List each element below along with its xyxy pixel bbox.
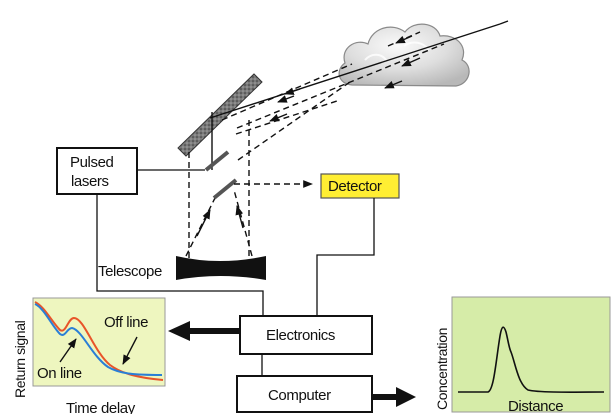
telescope-label: Telescope: [98, 263, 162, 280]
pulsed-lasers-box: Pulsed lasers: [56, 147, 138, 195]
return-signal-axis-label: Return signal: [12, 320, 28, 398]
lasers-to-electronics-line: [96, 194, 264, 316]
on-line-label: On line: [37, 365, 82, 382]
electronics-box: Electronics: [239, 315, 373, 355]
concentration-plot: [451, 296, 611, 413]
outgoing-beam: [209, 20, 509, 119]
return-signal-plot: Off line On line: [32, 297, 166, 387]
pulsed-lasers-label-line2: lasers: [71, 173, 109, 190]
folding-mirror-upper: [204, 150, 230, 172]
concentration-axis-label: Concentration: [434, 328, 450, 410]
on-line-curve: [34, 303, 163, 376]
telescope-mirror-icon: [176, 256, 266, 280]
telescope-beams: [185, 112, 253, 258]
off-line-label: Off line: [104, 314, 148, 331]
folding-mirror-lower: [212, 178, 238, 200]
computer-box: Computer: [236, 375, 373, 413]
detector-label: Detector: [328, 178, 382, 195]
arrow-electronics-to-plot: [168, 321, 240, 341]
distance-axis-label: Distance: [508, 398, 563, 414]
time-delay-axis-label: Time delay: [66, 400, 136, 414]
detector-to-electronics-line: [316, 198, 375, 316]
electronics-label: Electronics: [266, 327, 335, 344]
return-beams: [221, 31, 445, 161]
arrow-computer-to-concentration: [372, 387, 416, 407]
detector-box: Detector: [320, 173, 400, 199]
pulsed-lasers-label-line1: Pulsed: [70, 154, 114, 171]
computer-label: Computer: [268, 387, 331, 404]
concentration-curve: [458, 326, 605, 393]
